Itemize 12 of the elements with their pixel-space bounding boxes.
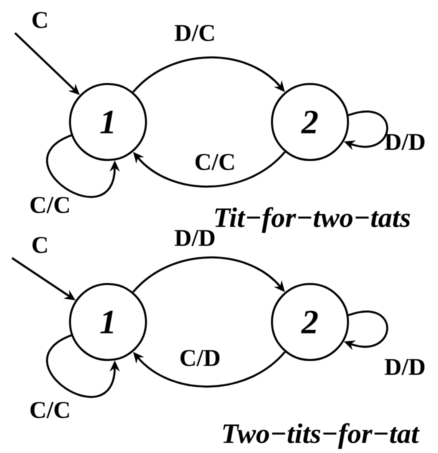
edge-label: C/D	[180, 350, 220, 366]
edge-label: C/C	[30, 196, 69, 214]
edge-label: D/D	[384, 134, 424, 150]
edge-label: C/C	[30, 402, 69, 418]
automaton-name: Two−tits−for−tat	[223, 423, 420, 449]
edge-label: D/C	[174, 24, 214, 42]
automaton-name: Tit−for−two−tats	[215, 207, 410, 233]
edge-label: D/D	[174, 230, 214, 246]
edge-label: C/C	[196, 154, 234, 170]
edge-label: C	[32, 236, 47, 254]
edge-label: D/D	[384, 358, 424, 376]
edge-label: C	[32, 12, 47, 28]
